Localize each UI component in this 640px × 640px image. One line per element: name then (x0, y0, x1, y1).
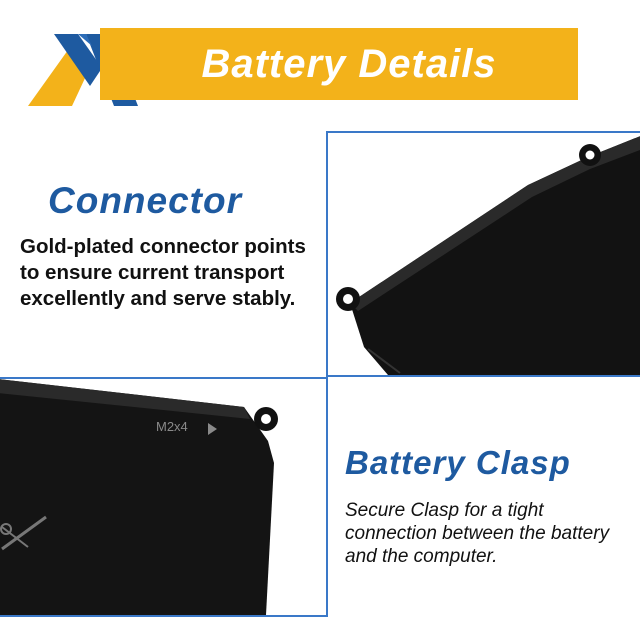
connector-heading: Connector (48, 180, 242, 221)
clasp-photo: M2x4 (0, 377, 328, 617)
screw-size-label: M2x4 (156, 419, 188, 434)
clasp-description: Secure Clasp for a tight connection betw… (345, 500, 610, 567)
arrow-icon (208, 423, 217, 435)
clasp-heading: Battery Clasp (345, 444, 571, 481)
battery-clasp-image: M2x4 (0, 379, 326, 615)
connector-description: Gold-plated connector points to ensure c… (20, 235, 306, 310)
header-banner: Battery Details (100, 28, 578, 100)
connector-photo (326, 131, 640, 377)
page-title: Battery Details (201, 41, 497, 86)
battery-connector-image (328, 133, 640, 375)
